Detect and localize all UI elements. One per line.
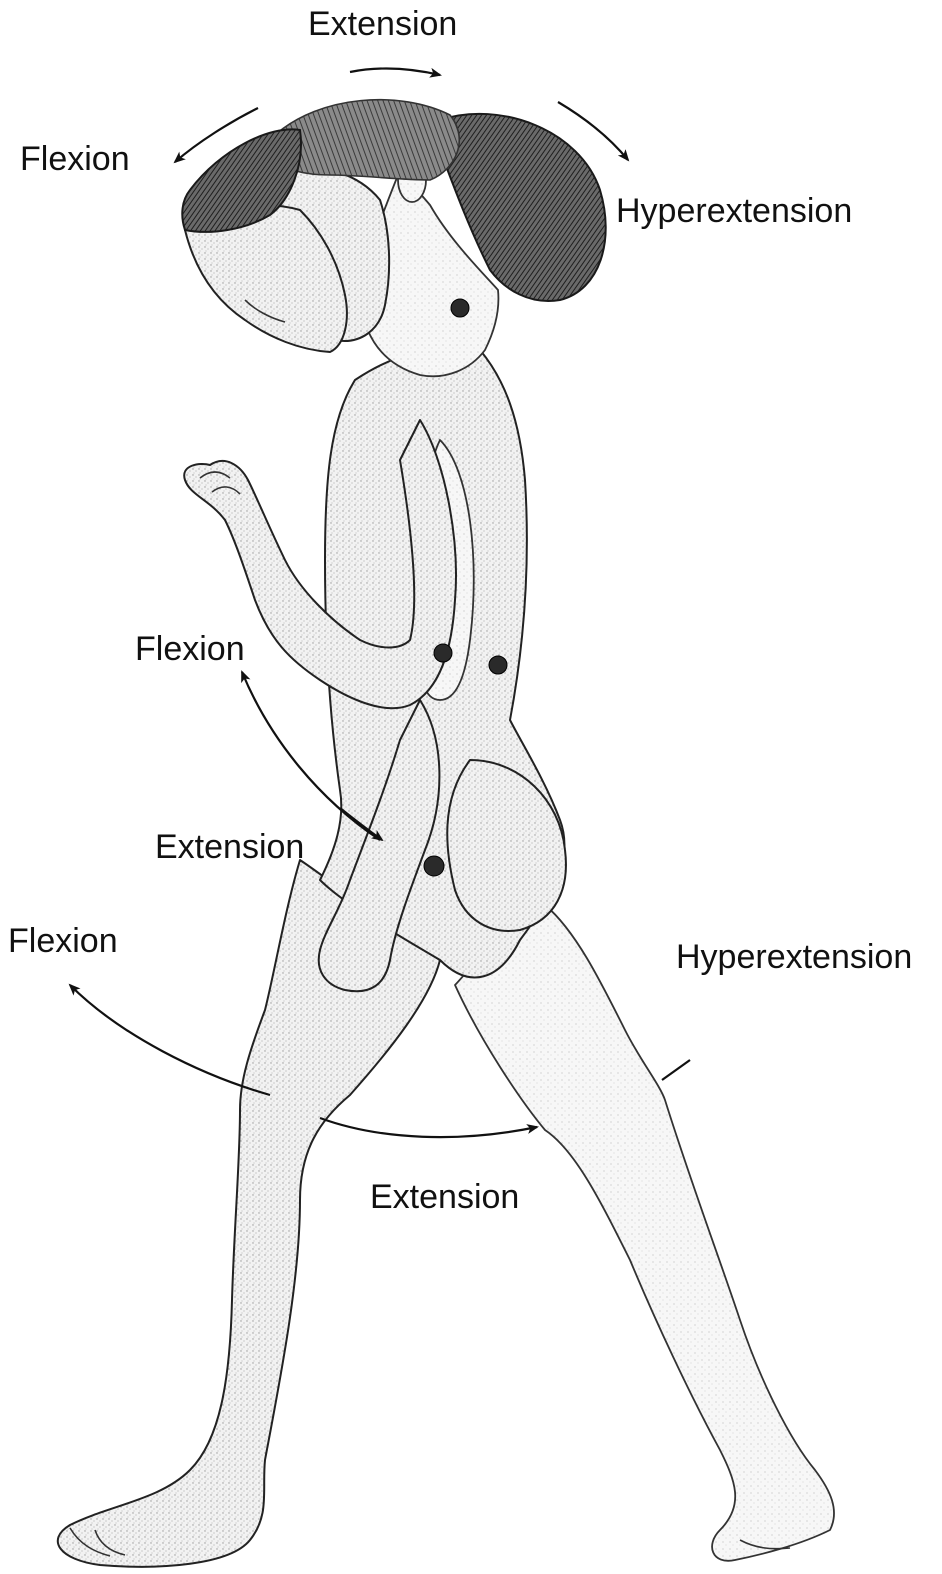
label-hip-hyperextension: Hyperextension xyxy=(676,938,912,976)
back-leg xyxy=(455,905,834,1561)
label-hip-extension: Extension xyxy=(370,1178,519,1216)
neck-joint-dot xyxy=(451,299,469,317)
hip-flexion-arrow xyxy=(70,985,270,1095)
buttocks xyxy=(447,760,566,931)
hip-joint-dot xyxy=(424,856,444,876)
label-neck-flexion: Flexion xyxy=(20,140,130,178)
label-shoulder-extension: Extension xyxy=(155,828,304,866)
label-neck-hyperextension: Hyperextension xyxy=(616,192,852,230)
neck-extension-arrow xyxy=(350,68,440,75)
hip-hyperextension-tick xyxy=(662,1060,690,1080)
label-hip-flexion: Flexion xyxy=(8,922,118,960)
elbow-joint-dot xyxy=(489,656,507,674)
label-shoulder-flexion: Flexion xyxy=(135,630,245,668)
label-neck-extension: Extension xyxy=(308,5,457,43)
hip-extension-arrow xyxy=(320,1118,537,1137)
shoulder-joint-dot xyxy=(434,644,452,662)
